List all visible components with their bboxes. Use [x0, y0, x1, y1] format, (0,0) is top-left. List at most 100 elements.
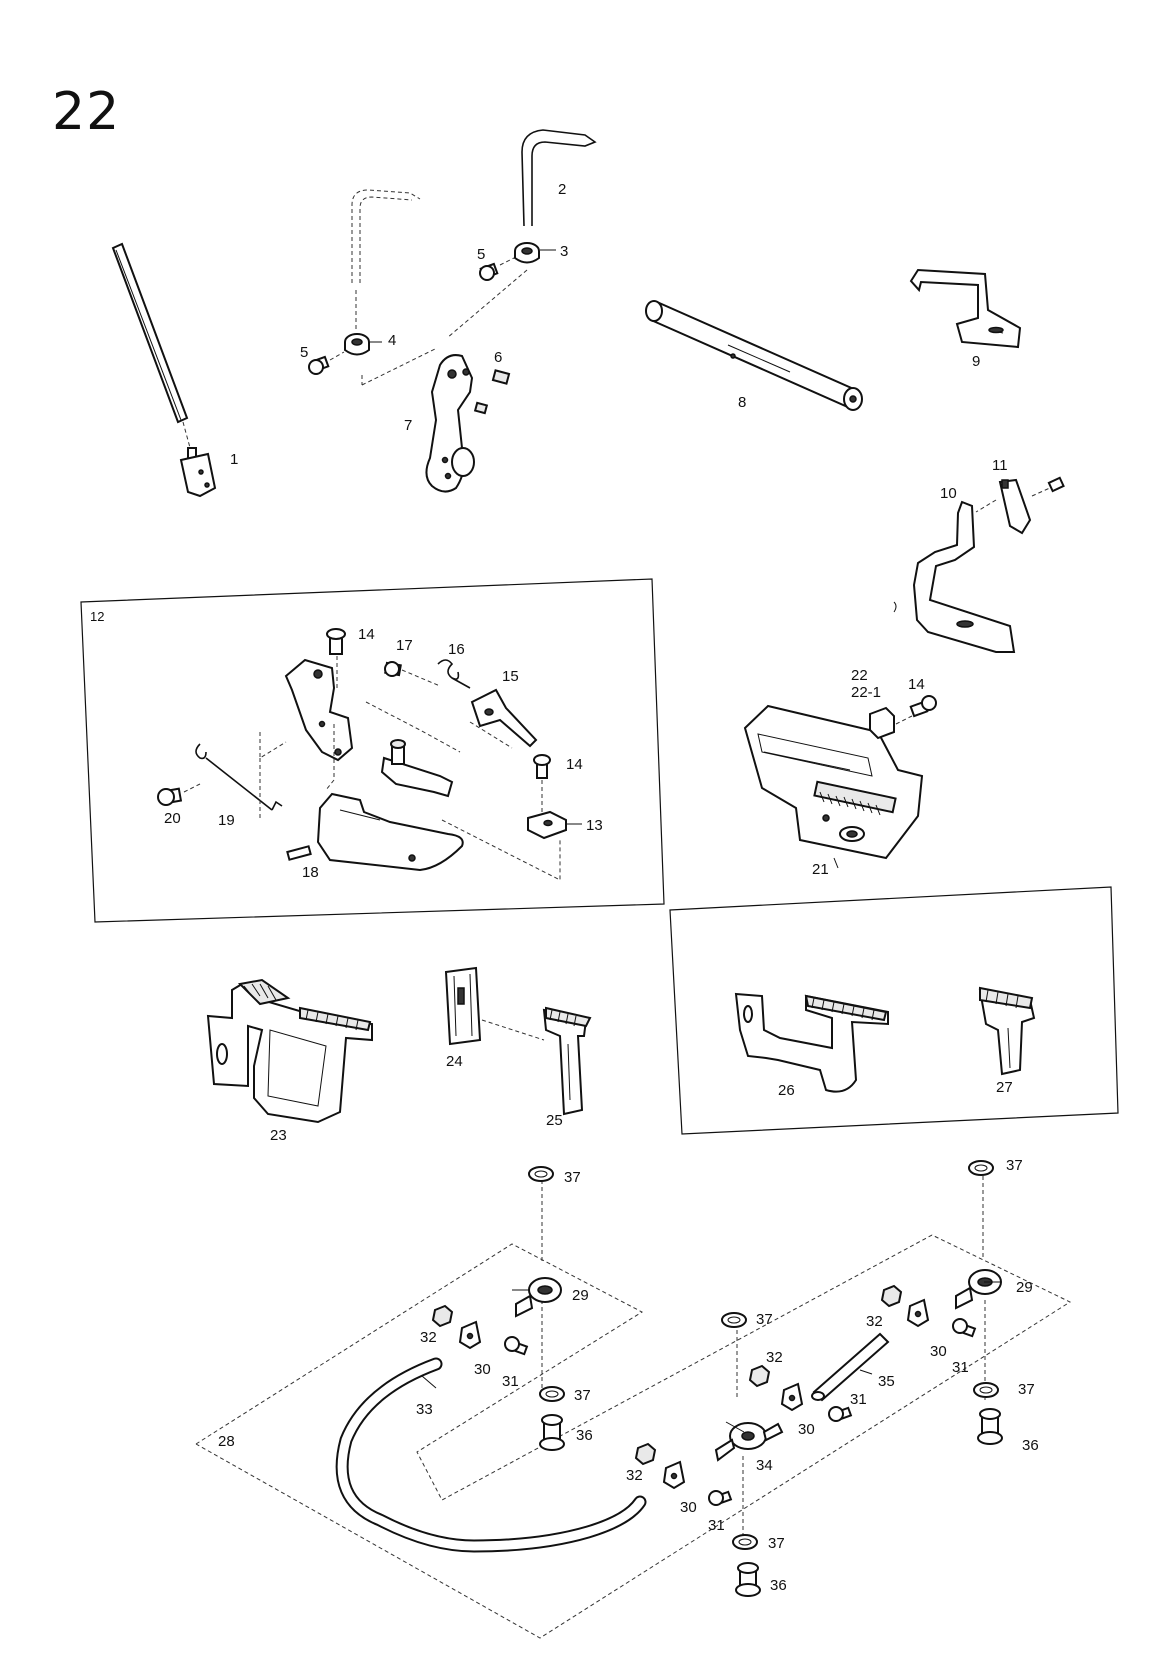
callout-10: 10: [940, 485, 957, 502]
callout-31: 31: [850, 1391, 867, 1408]
part-29-banjo-a: [515, 1277, 562, 1318]
callout-5: 5: [477, 246, 485, 263]
part-32-nut-d: [634, 1442, 657, 1466]
group-26-27-frame: [669, 886, 1119, 1135]
callout-12: 12: [90, 609, 104, 624]
callout-14: 14: [358, 626, 375, 643]
part-20-screw: [157, 783, 201, 806]
group-12-guide-lines: [259, 701, 561, 881]
part-3-collar: [514, 242, 540, 264]
leader-lines: [370, 249, 1000, 1433]
part-36-bolt-b: [977, 1408, 1003, 1445]
part-36-bolt-a: [539, 1414, 565, 1451]
part-32-nut-a: [431, 1304, 454, 1328]
callout-22-1: 22-1: [851, 684, 881, 701]
callout-33: 33: [416, 1401, 433, 1418]
part-6-set-screw: [473, 369, 511, 415]
part-14-screw-c: [909, 695, 937, 718]
part-17-screw: [384, 661, 441, 687]
part-29-banjo-b: [955, 1269, 1002, 1310]
callout-37: 37: [768, 1535, 785, 1552]
callout-15: 15: [502, 668, 519, 685]
part-30-clip-a: [458, 1320, 482, 1350]
part-5-screw-a: [479, 257, 515, 281]
callout-31: 31: [952, 1359, 969, 1376]
callout-36: 36: [770, 1577, 787, 1594]
group-28-guide-frame: [195, 1176, 1072, 1639]
part-37-washer-f: [732, 1534, 758, 1550]
part-18-pin: [286, 845, 312, 861]
part-32-nut-b: [880, 1284, 903, 1308]
callout-31: 31: [502, 1373, 519, 1390]
part-33-oil-hose: [335, 1357, 647, 1553]
callout-4: 4: [388, 332, 396, 349]
part-5-screw-b: [308, 351, 345, 375]
part-21-throat-plate: [743, 704, 924, 860]
part-12-foot-bracket: [380, 739, 454, 798]
callout-31: 31: [708, 1517, 725, 1534]
part-35-oil-pipe: [811, 1332, 890, 1402]
callout-1: 1: [230, 451, 238, 468]
callout-18: 18: [302, 864, 319, 881]
callout-29: 29: [572, 1287, 589, 1304]
callout-17: 17: [396, 637, 413, 654]
part-24-guide: [444, 966, 482, 1046]
callout-19: 19: [218, 812, 235, 829]
part-26-feed-dog: [734, 992, 889, 1093]
page-number: 22: [52, 82, 121, 142]
part-31-screw-d: [708, 1490, 733, 1506]
callout-9: 9: [972, 353, 980, 370]
callout-25: 25: [546, 1112, 563, 1129]
part-2-looper-wire: [351, 129, 597, 283]
callout-30: 30: [474, 1361, 491, 1378]
part-31-screw-b: [952, 1318, 977, 1338]
callout-28: 28: [218, 1433, 235, 1450]
callout-16: 16: [448, 641, 465, 658]
part-14-screw-a: [326, 628, 346, 690]
callout-37: 37: [564, 1169, 581, 1186]
callout-6: 6: [494, 349, 502, 366]
part-16-spring: [437, 659, 471, 689]
callout-35: 35: [878, 1373, 895, 1390]
callout-30: 30: [798, 1421, 815, 1438]
part-9-bracket: [909, 268, 1022, 349]
callout-37: 37: [756, 1311, 773, 1328]
part-27-feed-dog: [978, 986, 1036, 1076]
part-37-washer-e: [973, 1382, 999, 1398]
callout-30: 30: [680, 1499, 697, 1516]
callout-14: 14: [908, 676, 925, 693]
callout-3: 3: [560, 243, 568, 260]
part-37-washer-a: [528, 1166, 554, 1182]
callout-20: 20: [164, 810, 181, 827]
part-30-clip-c: [780, 1382, 804, 1412]
callout-26: 26: [778, 1082, 795, 1099]
part-11-plate: [975, 476, 1065, 535]
part-37-washer-b: [968, 1160, 994, 1176]
part-31-screw-a: [504, 1336, 529, 1356]
callout-14: 14: [566, 756, 583, 773]
callout-37: 37: [1006, 1157, 1023, 1174]
callout-30: 30: [930, 1343, 947, 1360]
part-37-washer-d: [721, 1312, 747, 1328]
callout-5: 5: [300, 344, 308, 361]
callout-22: 22: [851, 667, 868, 684]
callout-23: 23: [270, 1127, 287, 1144]
part-22-block: [869, 706, 913, 740]
callout-29: 29: [1016, 1279, 1033, 1296]
callout-36: 36: [576, 1427, 593, 1444]
part-12-foot-holder: [284, 658, 354, 762]
part-15-plate: [470, 688, 538, 748]
part-10-bracket: [893, 500, 1016, 653]
part-8-shaft: [645, 300, 863, 411]
callout-34: 34: [756, 1457, 773, 1474]
part-31-screw-c: [828, 1406, 853, 1422]
part-4-collar: [344, 333, 370, 356]
callout-27: 27: [996, 1079, 1013, 1096]
part-7-looper-holder: [425, 354, 475, 493]
part-37-washer-c: [539, 1386, 565, 1402]
group-12-frame: [80, 578, 665, 923]
callout-21: 21: [812, 861, 829, 878]
callout-32: 32: [420, 1329, 437, 1346]
callout-32: 32: [626, 1467, 643, 1484]
